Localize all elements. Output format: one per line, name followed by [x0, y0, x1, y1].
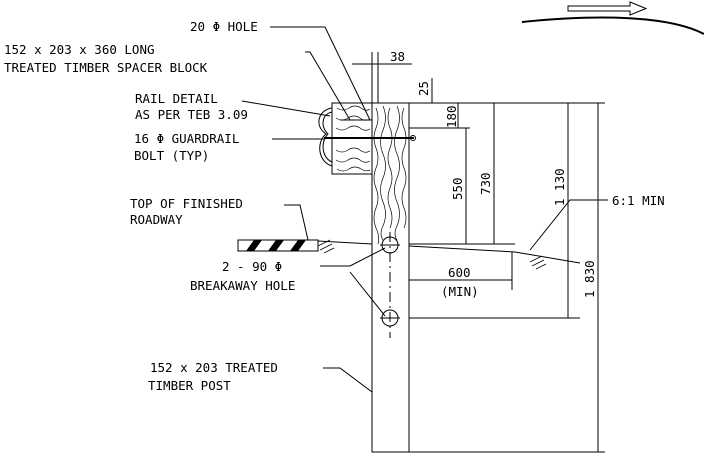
ground-hatch: [317, 239, 547, 270]
roadway-curve: [521, 16, 704, 35]
dim-550: 550: [450, 177, 465, 200]
dim-25: 25: [416, 81, 431, 96]
dim-600: 600: [448, 265, 471, 280]
dim-730: 730: [478, 172, 493, 195]
label-top-roadway-line2: ROADWAY: [130, 212, 183, 227]
label-post-line1: 152 x 203 TREATED: [150, 360, 278, 375]
post-wood-grain: [373, 105, 407, 245]
label-slope: 6:1 MIN: [612, 193, 665, 208]
guardrail-profile: [318, 107, 333, 167]
label-spacer-line2: TREATED TIMBER SPACER BLOCK: [4, 60, 208, 75]
dim-180: 180: [444, 105, 459, 128]
label-20-hole: 20 Φ HOLE: [190, 19, 258, 34]
arrow-right-outline-icon: [567, 1, 648, 16]
label-rail-line2: AS PER TEB 3.09: [135, 107, 248, 122]
dim-38: 38: [390, 49, 405, 64]
dimension-lines: [352, 52, 605, 453]
dim-600-note: (MIN): [441, 284, 479, 299]
label-holes-line2: BREAKAWAY HOLE: [190, 278, 295, 293]
dim-1830: 1 830: [582, 260, 597, 298]
label-bolt-line1: 16 Φ GUARDRAIL: [134, 131, 239, 146]
label-top-roadway-line1: TOP OF FINISHED: [130, 196, 243, 211]
label-post-line2: TIMBER POST: [148, 378, 231, 393]
leader-lines: [241, 26, 608, 393]
timber-post: [371, 102, 410, 453]
label-rail-line1: RAIL DETAIL: [135, 91, 218, 106]
label-holes-line1: 2 - 90 Φ: [222, 259, 282, 274]
label-spacer-line1: 152 x 203 x 360 LONG: [4, 42, 155, 57]
dim-1130: 1 130: [552, 168, 567, 206]
label-bolt-line2: BOLT (TYP): [134, 148, 209, 163]
roadway-surface: [237, 239, 581, 264]
